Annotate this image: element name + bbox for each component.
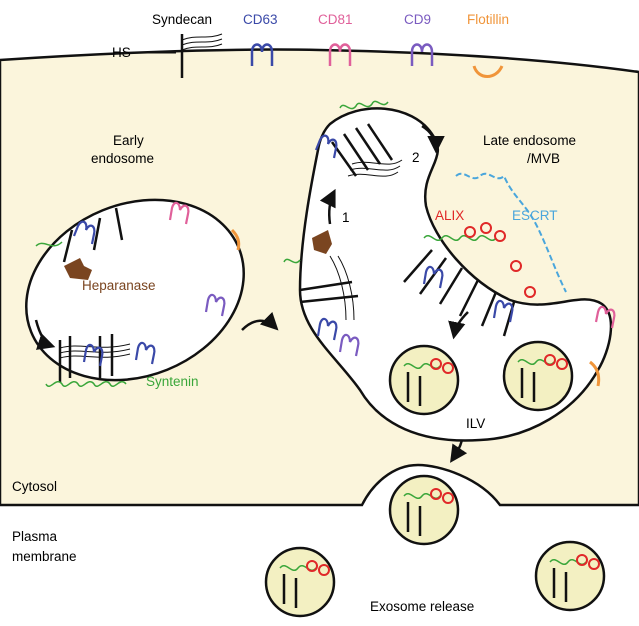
cytosol-label: Cytosol — [12, 479, 57, 494]
step-2-label: 2 — [412, 150, 420, 165]
late-endosome: Late endosome /MVB 1 2 ALIX ESCRT — [283, 100, 616, 463]
transition-arrow — [241, 311, 279, 331]
cd9-icon — [410, 43, 434, 66]
flotillin-icon — [472, 65, 504, 78]
plasma-membrane-label-line1: Plasma — [12, 529, 58, 544]
early-endosome-label-line2: endosome — [91, 151, 154, 166]
legend-syndecan-label: Syndecan — [152, 12, 212, 27]
legend-hs-label: HS — [112, 45, 131, 60]
heparanase-icon — [64, 258, 92, 280]
syntenin-label: Syntenin — [146, 374, 199, 389]
legend-flotillin-label: Flotillin — [467, 12, 509, 27]
heparanase-label: Heparanase — [82, 278, 156, 293]
alix-label: ALIX — [435, 208, 464, 223]
step-1-label: 1 — [342, 210, 350, 225]
legend-cd9-label: CD9 — [404, 12, 431, 27]
cd63-icon — [250, 43, 274, 66]
released-exosome — [534, 540, 606, 612]
legend-cd81-label: CD81 — [318, 12, 353, 27]
early-endosome: Early endosome Heparanase Syntenin — [25, 133, 245, 389]
escrt-label: ESCRT — [512, 208, 558, 223]
escrt-chain — [455, 172, 567, 293]
released-exosome — [264, 546, 336, 618]
ilv-vesicle — [388, 344, 460, 416]
ilv-vesicle — [502, 340, 574, 412]
plasma-membrane-label-line2: membrane — [12, 549, 77, 564]
fusing-exosome — [388, 474, 460, 546]
legend: Syndecan CD63 CD81 CD9 Flotillin HS — [112, 12, 509, 78]
exosome-release-label: Exosome release — [370, 599, 474, 614]
syndecan-icon — [136, 33, 223, 78]
late-endosome-label-line2: /MVB — [527, 151, 560, 166]
step-2-arrow — [421, 124, 445, 154]
syntenin-icon — [45, 381, 127, 387]
step-1-arrow — [319, 188, 336, 225]
late-endosome-label-line1: Late endosome — [483, 133, 576, 148]
legend-cd63-label: CD63 — [243, 12, 278, 27]
early-endosome-label-line1: Early — [113, 133, 144, 148]
cd81-icon — [328, 43, 352, 66]
ilv-label: ILV — [466, 416, 485, 431]
